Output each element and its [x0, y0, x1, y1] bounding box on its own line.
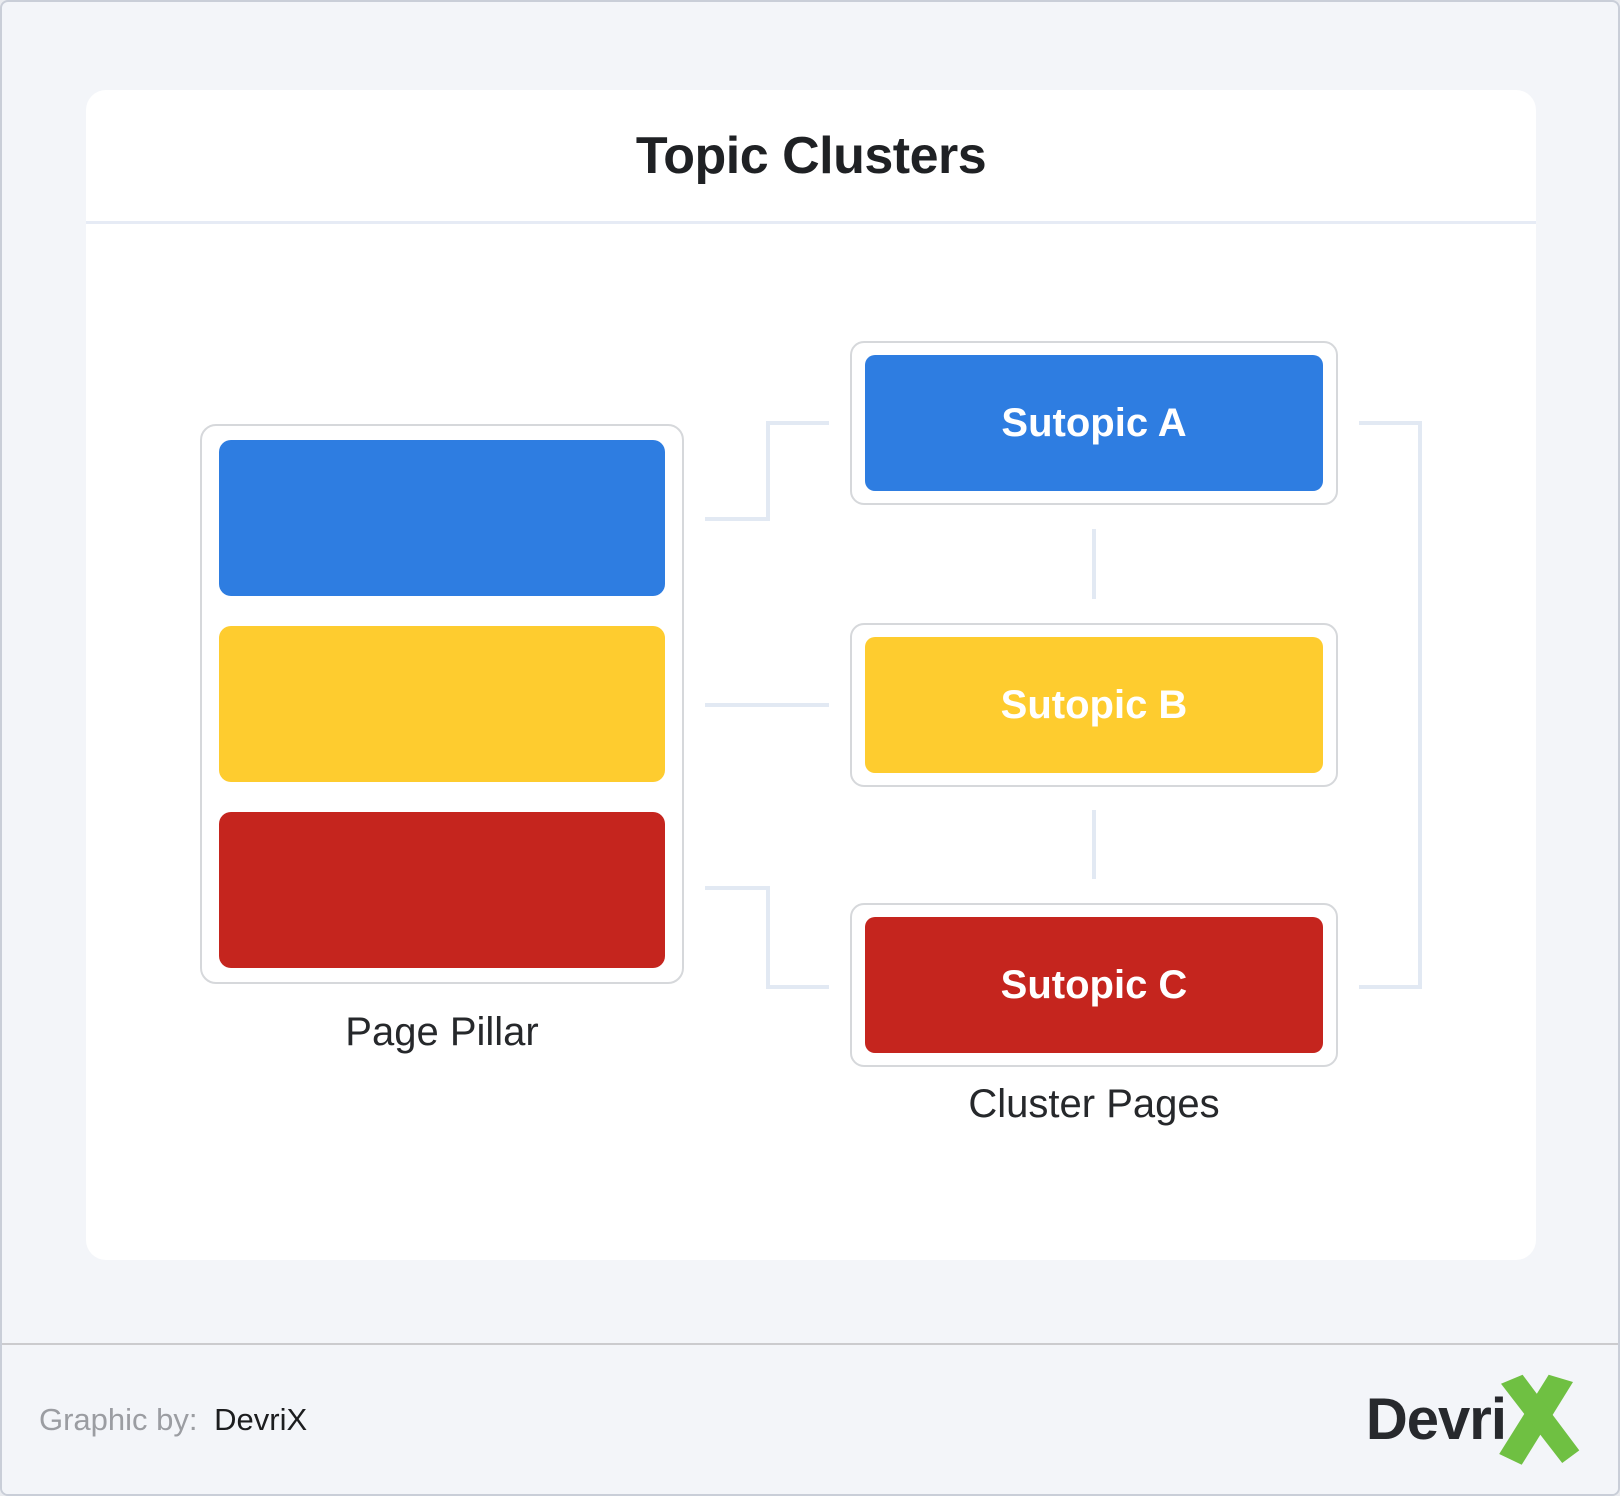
- subtopic-c-box: Sutopic C: [865, 917, 1323, 1053]
- subtopic-c-card: Sutopic C: [850, 903, 1338, 1067]
- credit-prefix: Graphic by:: [39, 1401, 198, 1437]
- connector-pillar-a-seg2: [766, 421, 770, 521]
- credit-name: DevriX: [214, 1401, 308, 1437]
- subtopic-a-card: Sutopic A: [850, 341, 1338, 505]
- footer: Graphic by: DevriX Devri: [2, 1343, 1618, 1494]
- diagram-card: Topic Clusters Page Pillar Sutopic A Sut…: [86, 90, 1536, 1260]
- pillar-bar-blue: [219, 440, 665, 596]
- devrix-logo: Devri: [1366, 1372, 1582, 1468]
- subtopic-b-label: Sutopic B: [1000, 682, 1188, 727]
- connector-bracket-top: [1359, 421, 1420, 425]
- credit-line: Graphic by: DevriX: [39, 1402, 307, 1438]
- pillar-bar-yellow: [219, 626, 665, 782]
- connector-pillar-c-seg1: [705, 886, 768, 890]
- cluster-pages-label: Cluster Pages: [968, 1081, 1220, 1126]
- connector-b-c: [1092, 810, 1096, 879]
- page-title: Topic Clusters: [635, 126, 987, 185]
- subtopic-a-label: Sutopic A: [1001, 400, 1187, 445]
- devrix-logo-text: Devri: [1365, 1387, 1507, 1452]
- connector-pillar-c-seg3: [768, 985, 829, 989]
- pillar-label: Page Pillar: [345, 1009, 539, 1054]
- connector-pillar-c-seg2: [766, 886, 770, 989]
- connector-bracket-side: [1418, 421, 1422, 989]
- connector-a-b: [1092, 529, 1096, 599]
- connector-pillar-b: [705, 703, 829, 707]
- card-header: Topic Clusters: [86, 90, 1536, 224]
- subtopic-c-label: Sutopic C: [1000, 962, 1188, 1007]
- connector-pillar-a-seg3: [768, 421, 829, 425]
- subtopic-a-box: Sutopic A: [865, 355, 1323, 491]
- connector-pillar-a-seg1: [705, 517, 768, 521]
- pillar-page-box: [200, 424, 684, 984]
- connector-bracket-bottom: [1359, 985, 1420, 989]
- subtopic-b-card: Sutopic B: [850, 623, 1338, 787]
- subtopic-b-box: Sutopic B: [865, 637, 1323, 773]
- devrix-logo-x-icon: [1499, 1374, 1580, 1465]
- pillar-bar-red: [219, 812, 665, 968]
